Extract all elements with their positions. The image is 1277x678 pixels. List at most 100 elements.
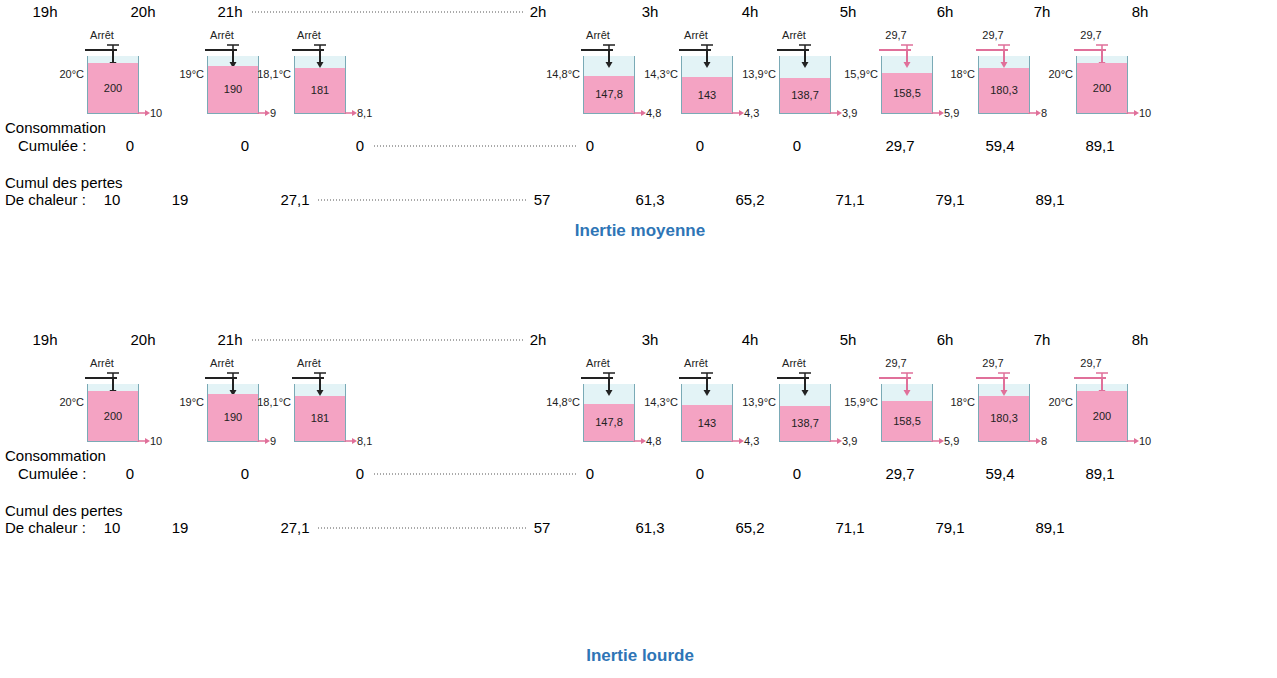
- time-label: 7h: [1034, 3, 1051, 21]
- row-header: De chaleur :: [5, 191, 86, 209]
- loss-value: 61,3: [635, 191, 664, 209]
- water-tank: 147,8Arrêt14,8°C4,8: [583, 384, 635, 442]
- temperature-label: 18,1°C: [257, 396, 291, 409]
- consumption-value: 89,1: [1085, 137, 1114, 155]
- volume-label: 143: [698, 417, 716, 430]
- panel-title: Inertie moyenne: [575, 222, 705, 240]
- loss-arrow: [633, 437, 647, 445]
- loss-arrow: [1028, 109, 1042, 117]
- consumption-value: 0: [793, 137, 801, 155]
- loss-value: 10: [104, 191, 121, 209]
- valve-label: 29,7: [874, 357, 918, 370]
- water-tank: 190Arrêt19°C9: [207, 56, 259, 114]
- volume-label: 200: [1093, 82, 1111, 95]
- consumption-value: 0: [793, 465, 801, 483]
- water-fill: 158,5: [882, 401, 932, 441]
- consumption-value: 0: [356, 465, 364, 483]
- water-fill: 143: [682, 77, 732, 113]
- loss-value: 79,1: [935, 519, 964, 537]
- consumption-value: 0: [241, 465, 249, 483]
- loss-value: 19: [172, 519, 189, 537]
- loss-value: 89,1: [1035, 191, 1064, 209]
- panel-title: Inertie lourde: [586, 647, 694, 665]
- valve-label: Arrêt: [80, 29, 124, 42]
- volume-label: 200: [1093, 410, 1111, 423]
- volume-label: 190: [224, 83, 242, 96]
- water-fill: 180,3: [979, 396, 1029, 441]
- consumption-value: 0: [126, 465, 134, 483]
- temperature-label: 15,9°C: [844, 68, 878, 81]
- valve-symbol: [976, 372, 1016, 398]
- loss-arrow: [257, 109, 271, 117]
- water-fill: 200: [88, 63, 138, 113]
- valve-symbol: [679, 44, 719, 70]
- loss-label: 4,3: [744, 107, 759, 120]
- valve-symbol: [679, 372, 719, 398]
- row-header: Cumul des pertes: [5, 174, 123, 192]
- loss-label: 8,1: [357, 107, 372, 120]
- valve-label: Arrêt: [287, 357, 331, 370]
- valve-label: 29,7: [874, 29, 918, 42]
- loss-arrow: [633, 109, 647, 117]
- loss-arrow: [829, 109, 843, 117]
- loss-label: 10: [1139, 435, 1151, 448]
- water-fill: 200: [1077, 391, 1127, 441]
- volume-label: 147,8: [595, 416, 623, 429]
- loss-value: 65,2: [735, 519, 764, 537]
- water-fill: 147,8: [584, 76, 634, 113]
- water-fill: 200: [1077, 63, 1127, 113]
- volume-label: 200: [104, 410, 122, 423]
- valve-label: Arrêt: [80, 357, 124, 370]
- loss-arrow: [137, 437, 151, 445]
- valve-symbol: [777, 44, 817, 70]
- volume-label: 181: [311, 84, 329, 97]
- valve-symbol: [879, 372, 919, 398]
- consumption-value: 0: [356, 137, 364, 155]
- volume-label: 181: [311, 412, 329, 425]
- volume-label: 143: [698, 89, 716, 102]
- temperature-label: 14,8°C: [546, 396, 580, 409]
- loss-label: 8: [1041, 435, 1047, 448]
- water-fill: 200: [88, 391, 138, 441]
- water-tank: 138,7Arrêt13,9°C3,9: [779, 384, 831, 442]
- loss-value: 71,1: [835, 519, 864, 537]
- loss-arrow: [257, 437, 271, 445]
- consumption-value: 0: [241, 137, 249, 155]
- valve-label: Arrêt: [200, 29, 244, 42]
- valve-label: Arrêt: [674, 357, 718, 370]
- time-label: 21h: [217, 331, 242, 349]
- loss-arrow: [344, 437, 358, 445]
- loss-arrow: [931, 109, 945, 117]
- valve-symbol: [581, 44, 621, 70]
- valve-label: Arrêt: [772, 29, 816, 42]
- loss-value: 71,1: [835, 191, 864, 209]
- loss-value: 27,1: [280, 519, 309, 537]
- loss-label: 8: [1041, 107, 1047, 120]
- time-label: 4h: [742, 3, 759, 21]
- water-tank: 158,529,715,9°C5,9: [881, 384, 933, 442]
- loss-arrow: [1028, 437, 1042, 445]
- loss-label: 4,3: [744, 435, 759, 448]
- loss-label: 5,9: [944, 435, 959, 448]
- time-label: 8h: [1132, 3, 1149, 21]
- temperature-label: 20°C: [1048, 68, 1073, 81]
- time-label: 19h: [32, 3, 57, 21]
- valve-symbol: [777, 372, 817, 398]
- temperature-label: 20°C: [1048, 396, 1073, 409]
- loss-label: 3,9: [842, 107, 857, 120]
- valve-label: Arrêt: [674, 29, 718, 42]
- water-fill: 190: [208, 394, 258, 442]
- volume-label: 180,3: [990, 84, 1018, 97]
- volume-label: 180,3: [990, 412, 1018, 425]
- water-tank: 20029,720°C10: [1076, 56, 1128, 114]
- row-header: Consommation: [5, 119, 106, 137]
- loss-label: 9: [270, 435, 276, 448]
- valve-label: Arrêt: [200, 357, 244, 370]
- consumption-value: 29,7: [885, 465, 914, 483]
- consumption-value: 0: [126, 137, 134, 155]
- loss-value: 19: [172, 191, 189, 209]
- temperature-label: 18°C: [950, 396, 975, 409]
- valve-label: 29,7: [1069, 357, 1113, 370]
- water-fill: 147,8: [584, 404, 634, 441]
- loss-arrow: [1126, 109, 1140, 117]
